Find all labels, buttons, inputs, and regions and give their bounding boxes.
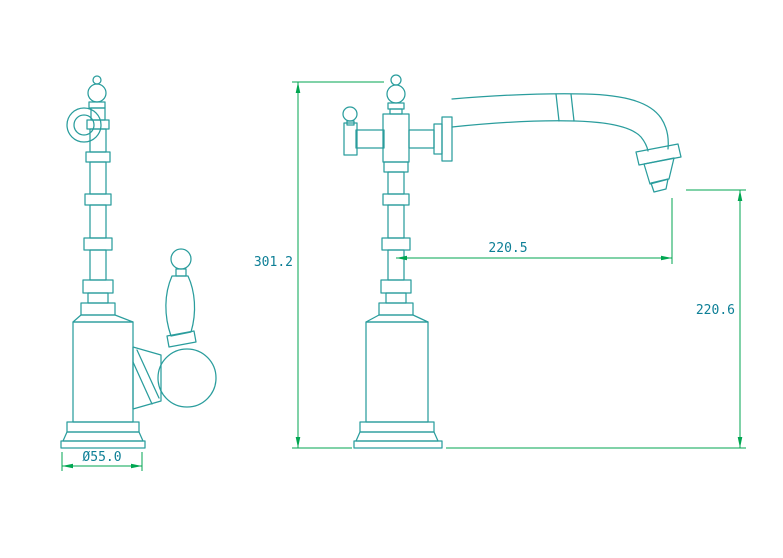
arrow-up-icon [295,82,301,93]
front-view-tee-junction [343,113,453,163]
side-view-column [80,107,116,316]
handle-ball [170,248,192,270]
handle-lever [165,275,196,337]
dim-spout-height: 220.6 [446,189,746,449]
front-view-top-finial [386,74,406,115]
dim-spout-reach: 220.5 [396,198,673,264]
dimension-annotations: 301.2 220.5 220.6 Ø55.0 [61,81,746,471]
arrow-left-icon [62,463,73,469]
front-view-column [378,161,414,316]
side-view-body [72,314,134,423]
front-view-handle-knob [342,106,358,126]
side-view-handle-assembly [132,248,217,410]
side-view-ring [66,107,102,143]
front-view-base [353,421,443,449]
arrow-right-icon [661,255,672,261]
faucet-front-view [342,74,682,449]
arrow-left-icon [396,255,407,261]
spout-aerator-tip [635,143,682,193]
arrow-down-icon [295,437,301,448]
dim-overall-height: 301.2 [254,81,384,449]
faucet-side-view [60,75,217,449]
front-view-spout [451,93,682,193]
dim-base-diameter: Ø55.0 [61,450,143,471]
side-view-base [60,421,146,449]
dimension-label-spout-height: 220.6 [696,303,735,318]
dimension-label-overall-height: 301.2 [254,255,293,270]
dimension-label-spout-reach: 220.5 [488,241,527,256]
arrow-up-icon [737,190,743,201]
side-view-top-finial [87,75,107,109]
front-view-body [365,314,429,423]
arrow-right-icon [131,463,142,469]
arrow-down-icon [737,437,743,448]
dimension-label-base-diameter: Ø55.0 [82,450,121,465]
